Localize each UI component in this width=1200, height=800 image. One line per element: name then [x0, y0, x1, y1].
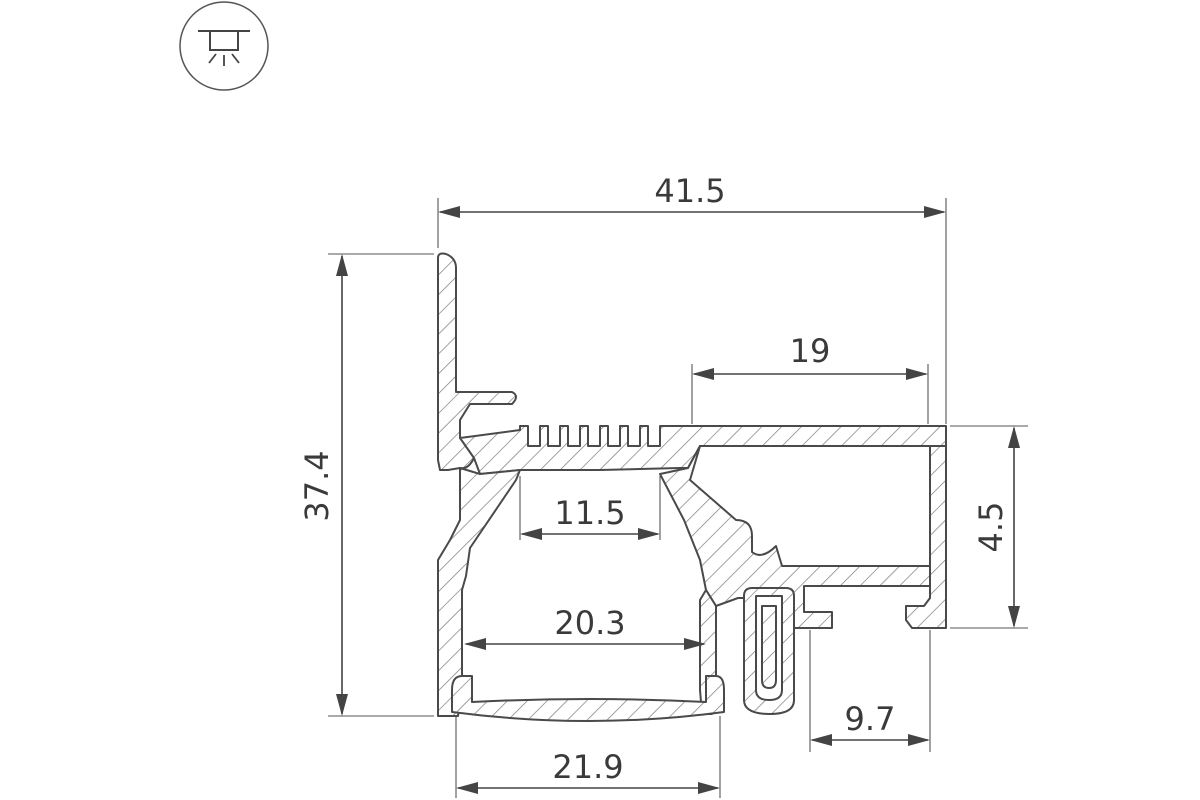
dim-right-height: 4.5	[972, 502, 1010, 553]
left-flange	[437, 252, 517, 471]
upper-body	[459, 425, 947, 475]
dim-chamber-width: 19	[790, 332, 831, 370]
dimension-lines: 41.5 37.4 19 4.5 11.5 20.3	[298, 172, 1028, 798]
dim-inner-width: 20.3	[554, 604, 625, 642]
dim-clip-offset: 9.7	[845, 700, 896, 738]
left-lower-wall	[437, 467, 521, 717]
aluminum-profile	[437, 252, 947, 722]
dim-total-height: 37.4	[298, 450, 336, 521]
dim-inner-top-width: 11.5	[554, 494, 625, 532]
diffuser	[451, 675, 725, 722]
clip-tongue	[761, 605, 777, 689]
dim-total-width: 41.5	[654, 172, 725, 210]
right-chamber-wall	[905, 445, 947, 629]
recessed-ceiling-light-icon	[179, 1, 269, 91]
dim-diffuser-width: 21.9	[552, 748, 623, 786]
